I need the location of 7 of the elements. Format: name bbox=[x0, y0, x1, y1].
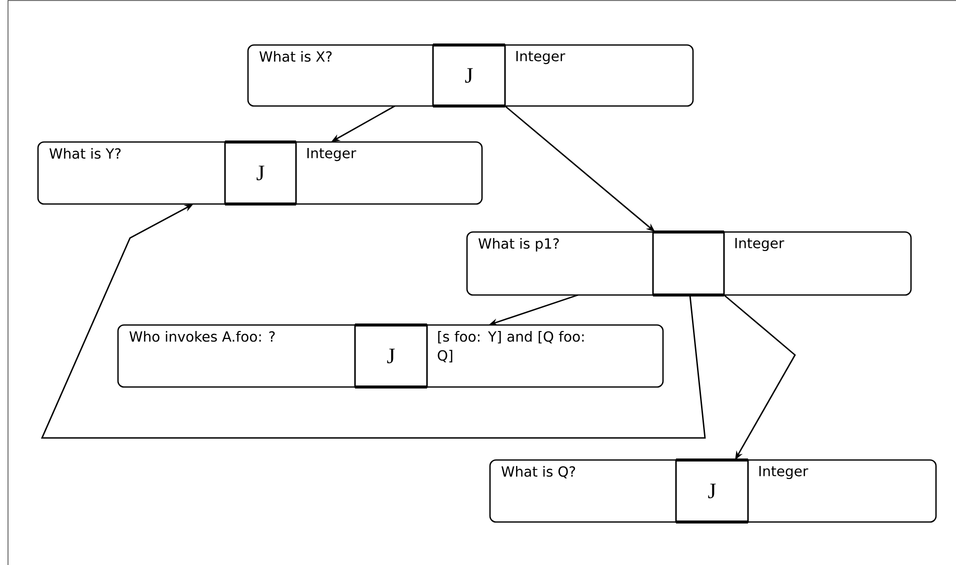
arrow bbox=[40, 204, 706, 439]
answer-square: J bbox=[224, 140, 298, 206]
question-box: What is p1? Integer bbox=[466, 231, 912, 296]
answer-square: J bbox=[674, 458, 750, 524]
answer-square: J bbox=[432, 44, 506, 108]
answer-square bbox=[652, 230, 726, 296]
answer-square: J bbox=[354, 323, 428, 388]
